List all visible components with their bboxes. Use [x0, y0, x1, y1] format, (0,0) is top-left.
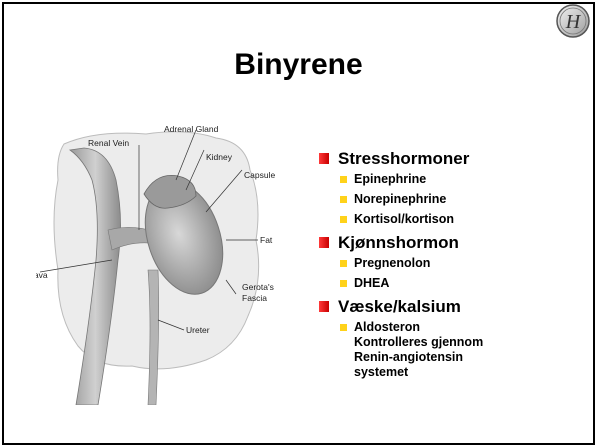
- bullet-stresshormoner: Stresshormoner: [316, 148, 586, 169]
- sub-bullet-square-icon: [340, 260, 347, 267]
- bullet-square-icon: [319, 153, 329, 164]
- label-gerotas-fascia-line1: Gerota's: [242, 282, 274, 292]
- bullet-square-icon: [319, 237, 329, 248]
- sub-bullet: Pregnenolon: [316, 256, 586, 271]
- sub-bullet-square-icon: [340, 324, 347, 331]
- sub-bullet-square-icon: [340, 176, 347, 183]
- sub-bullet: Epinephrine: [316, 172, 586, 187]
- sub-bullet: Norepinephrine: [316, 192, 586, 207]
- logo-icon: H: [555, 3, 591, 39]
- label-capsule: Capsule: [244, 170, 275, 180]
- sub-bullet: DHEA: [316, 276, 586, 291]
- sub-bullet-square-icon: [340, 280, 347, 287]
- bullet-list: Stresshormoner Epinephrine Norepinephrin…: [316, 148, 586, 385]
- adrenal-diagram: Adrenal Gland Renal Vein Kidney Capsule …: [36, 120, 298, 405]
- bullet-kjonnshormon: Kjønnshormon: [316, 232, 586, 253]
- slide-title: Binyrene: [0, 48, 597, 82]
- bullet-vaeske-kalsium: Væske/kalsium: [316, 296, 586, 317]
- label-vena-cava: Vena Cava: [36, 270, 48, 280]
- label-adrenal-gland: Adrenal Gland: [164, 124, 219, 134]
- label-ureter: Ureter: [186, 325, 210, 335]
- label-gerotas-fascia-line2: Fascia: [242, 293, 267, 303]
- svg-text:H: H: [565, 11, 582, 33]
- label-renal-vein: Renal Vein: [88, 138, 129, 148]
- sub-bullet: Aldosteron Kontrolleres gjennom Renin-an…: [316, 320, 586, 380]
- sub-bullet-square-icon: [340, 216, 347, 223]
- label-kidney: Kidney: [206, 152, 233, 162]
- label-fat: Fat: [260, 235, 273, 245]
- sub-bullet-square-icon: [340, 196, 347, 203]
- bullet-square-icon: [319, 301, 329, 312]
- sub-bullet: Kortisol/kortison: [316, 212, 586, 227]
